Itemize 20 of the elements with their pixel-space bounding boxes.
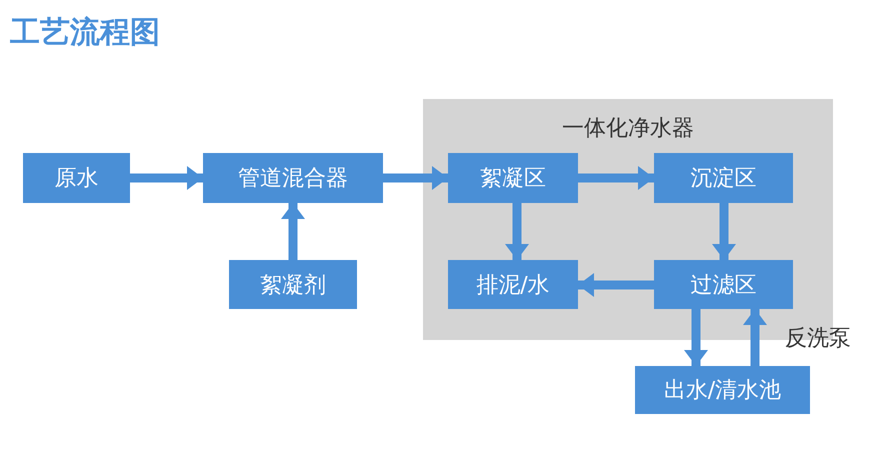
edge-label: 反洗泵 <box>784 325 852 353</box>
process-box: 管道混合器 <box>203 153 383 203</box>
arrow <box>130 166 203 190</box>
arrow <box>743 309 767 366</box>
process-box: 原水 <box>23 153 130 203</box>
process-box: 排泥/水 <box>448 260 578 309</box>
process-box: 絮凝剂 <box>229 260 357 309</box>
arrow <box>712 203 736 260</box>
title: 工艺流程图 <box>10 14 160 52</box>
arrow <box>578 273 654 297</box>
arrow <box>578 166 654 190</box>
process-box: 絮凝区 <box>448 153 578 203</box>
process-box: 过滤区 <box>654 260 793 309</box>
process-box: 出水/清水池 <box>635 366 810 414</box>
arrow <box>684 309 708 366</box>
panel-title: 一体化净水器 <box>561 115 695 143</box>
process-box: 沉淀区 <box>654 153 793 203</box>
arrow <box>505 203 529 260</box>
arrow <box>281 203 305 260</box>
arrow <box>383 166 448 190</box>
